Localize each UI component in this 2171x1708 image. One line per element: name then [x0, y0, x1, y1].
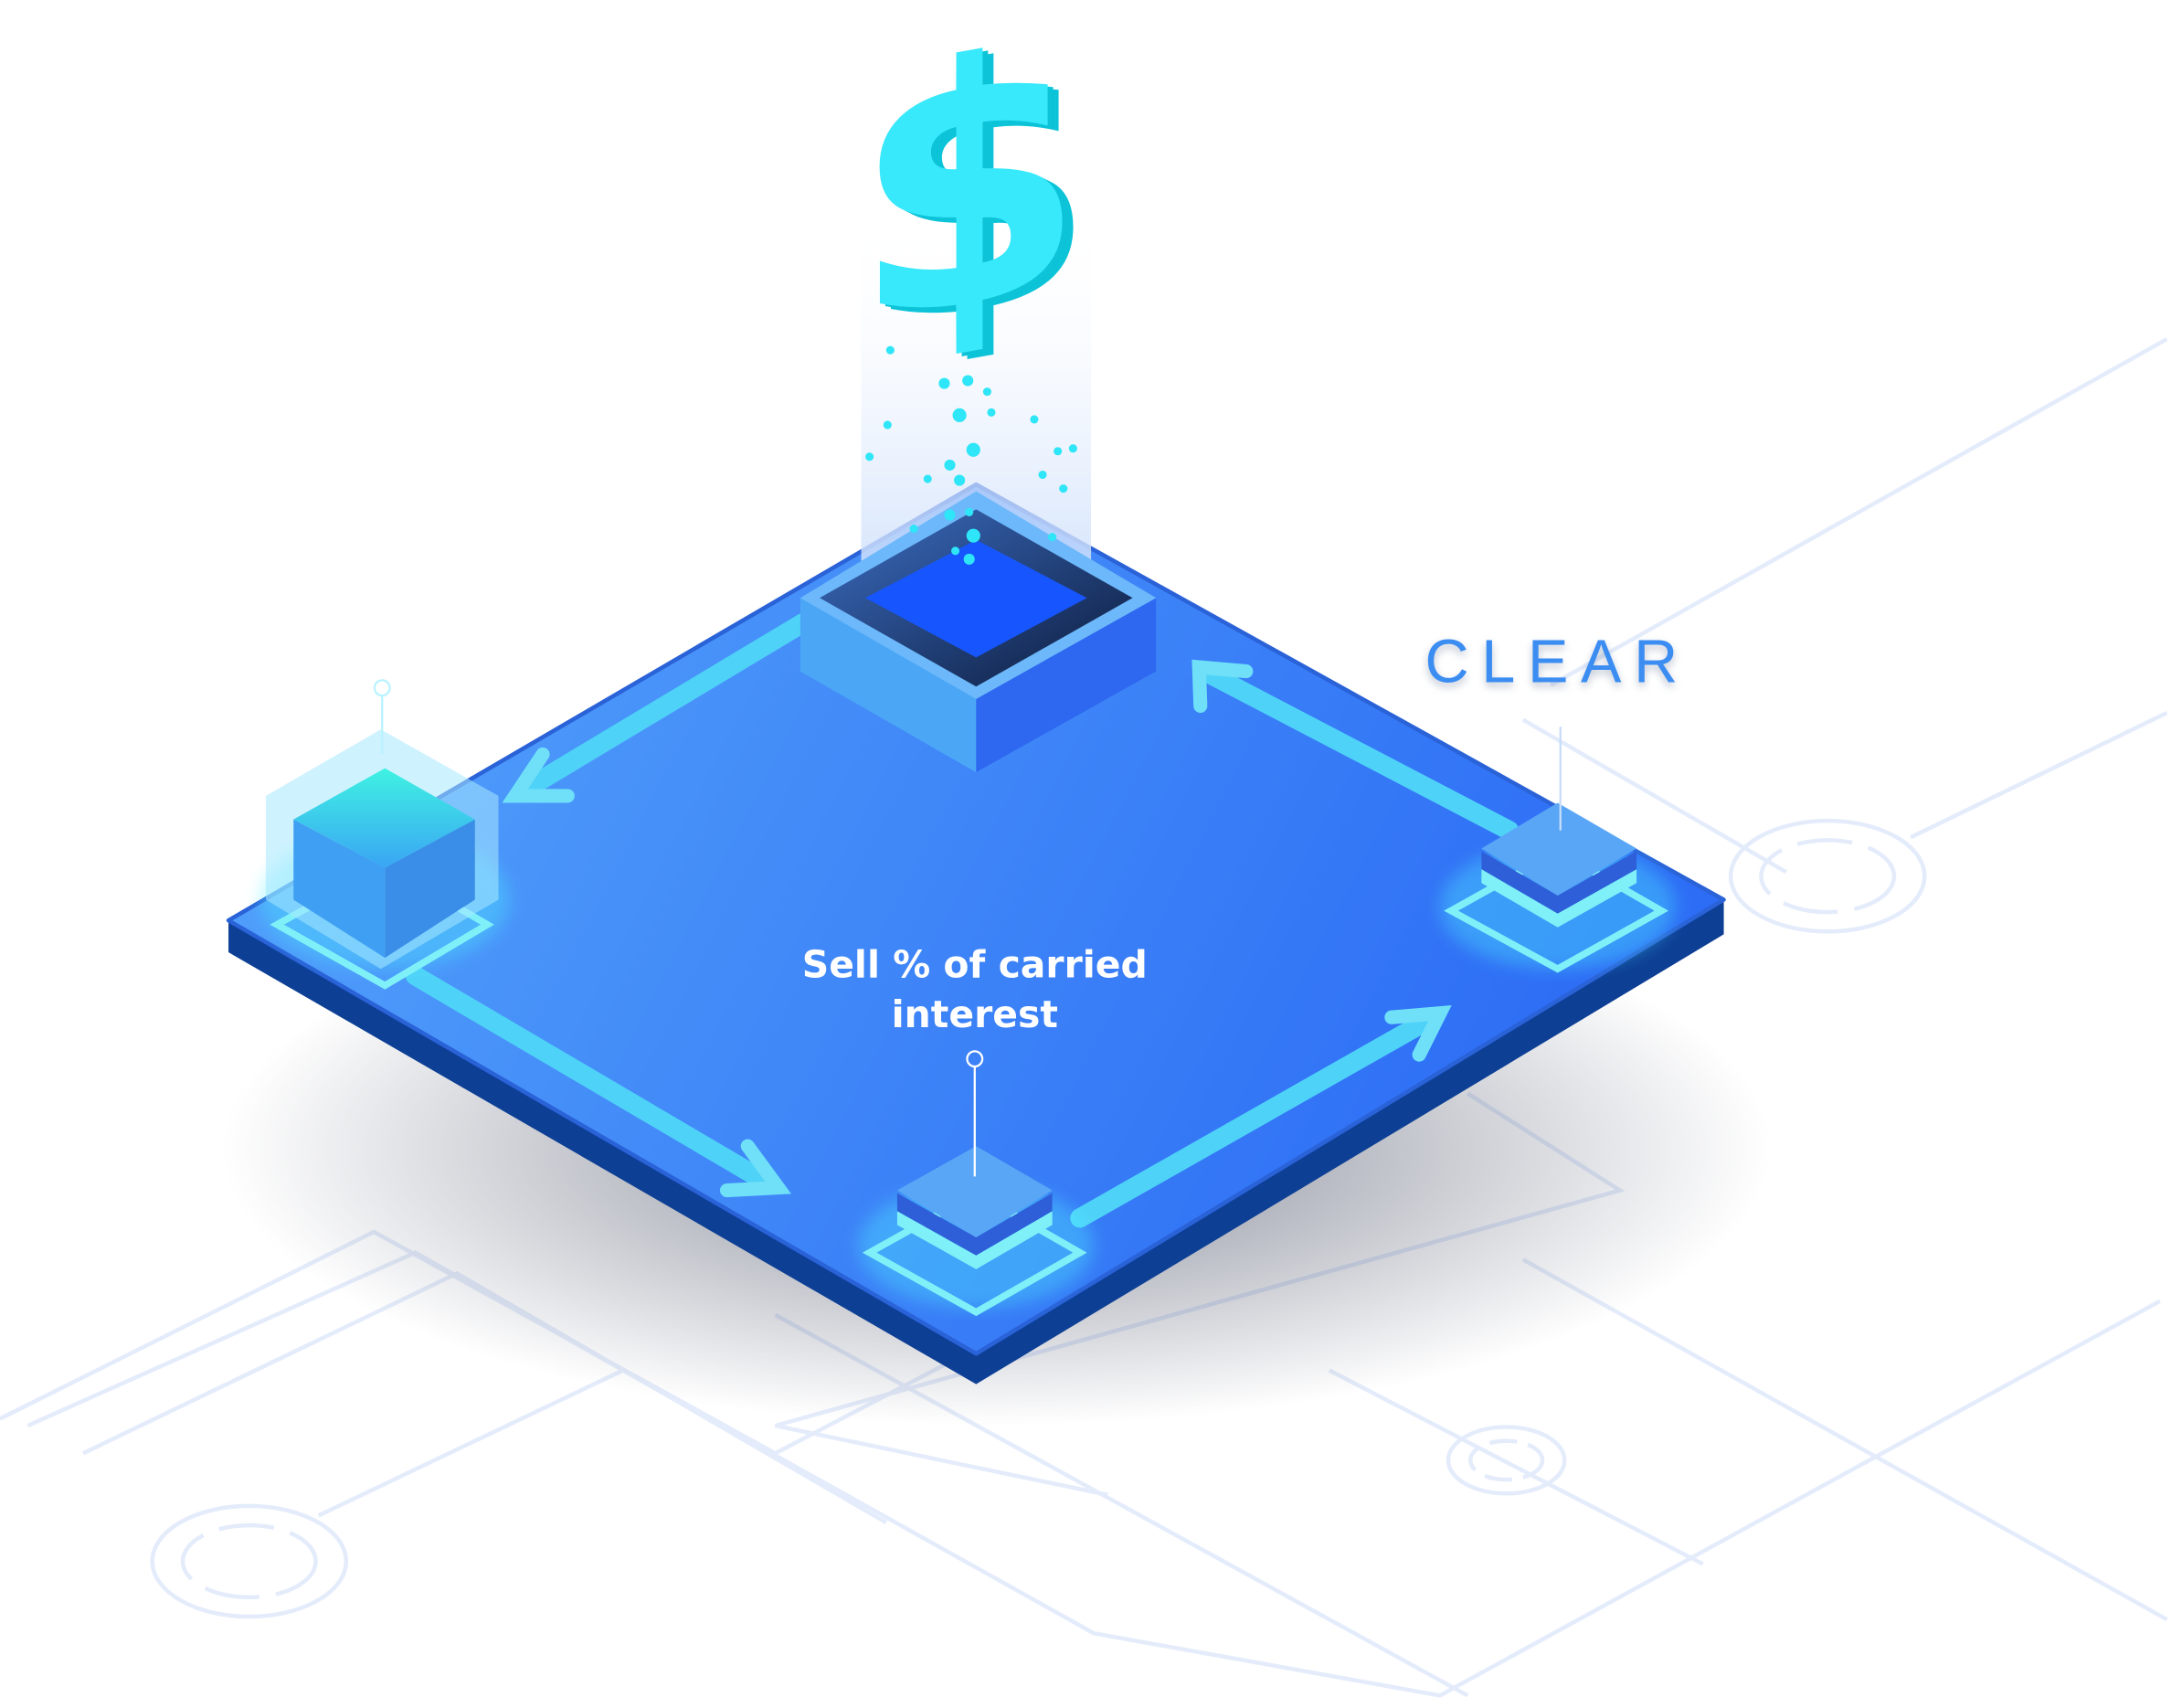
- cube-node: [259, 679, 510, 990]
- diagram-label-line2: interest: [892, 992, 1058, 1036]
- platform: [226, 482, 1726, 1384]
- chip-node-bottom: [858, 1050, 1095, 1317]
- flow-arrows: [405, 612, 1520, 1228]
- svg-text:$: $: [853, 0, 1085, 402]
- chip-node-right: [1439, 727, 1676, 973]
- dollar-icon: $: [853, 0, 1085, 402]
- circuit-lines: [0, 337, 2168, 1698]
- particles: [865, 345, 1077, 565]
- clear-logo: CLEAR: [1424, 629, 1689, 696]
- central-receiver-box: [800, 491, 1157, 773]
- diagram-label-line1: Sell % of carried: [802, 942, 1148, 986]
